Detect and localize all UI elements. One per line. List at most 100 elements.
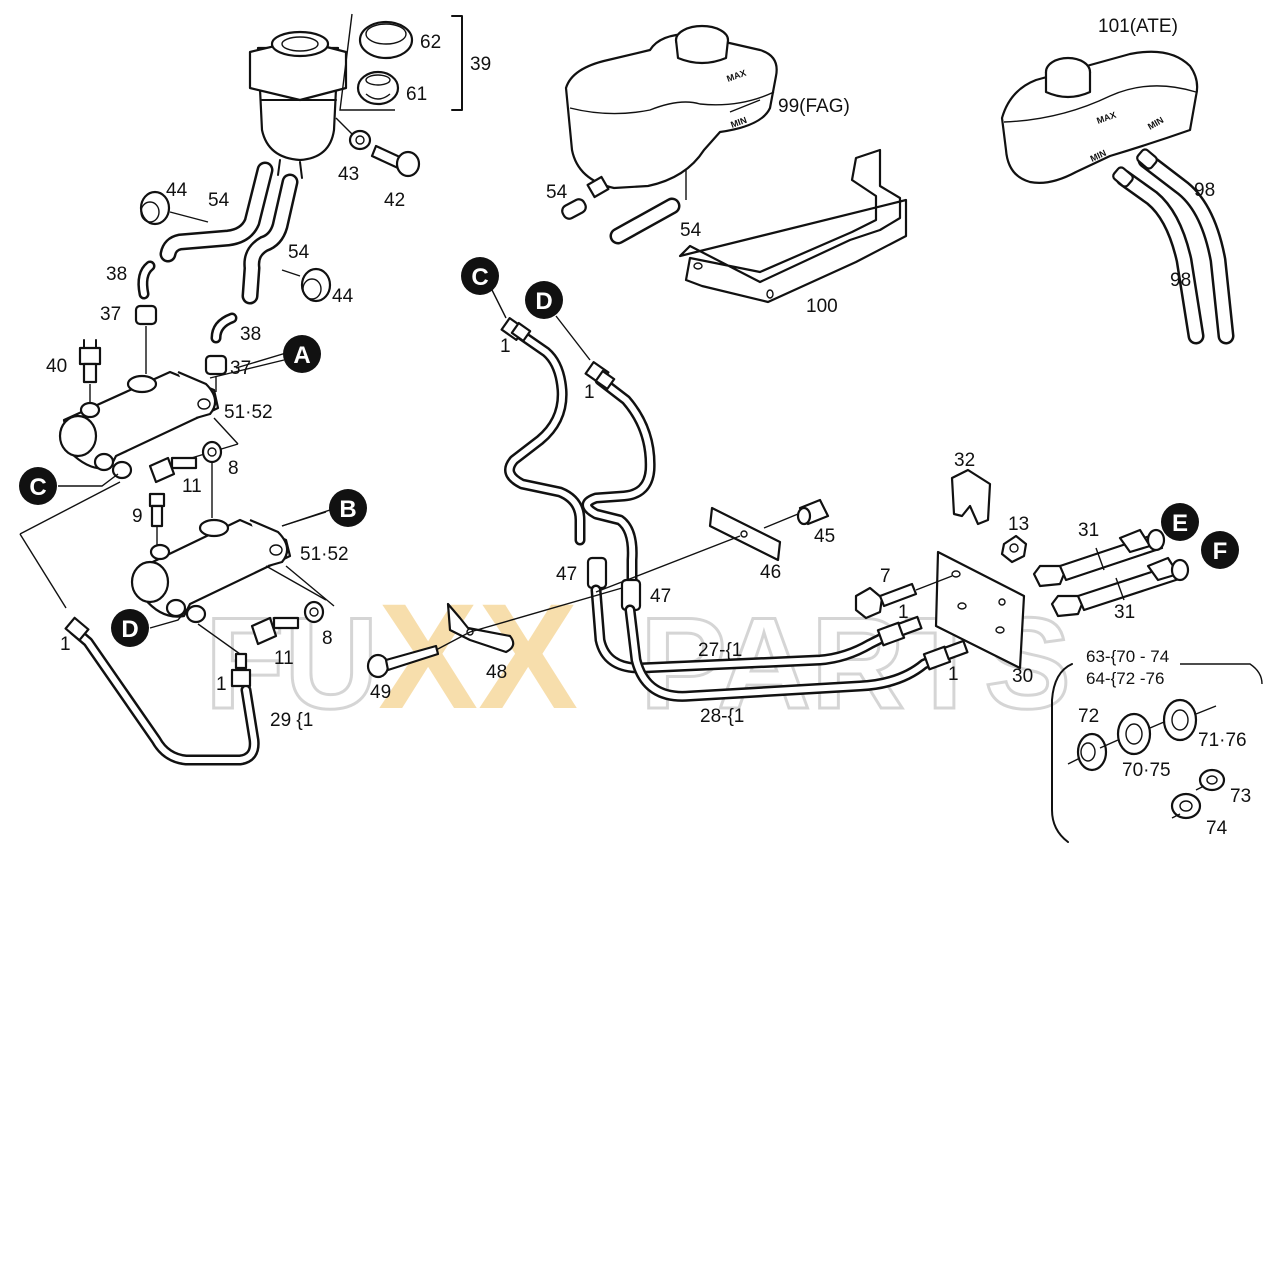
label-37-left: 37	[100, 304, 121, 325]
cap-62	[358, 20, 414, 60]
label-54-left: 54	[208, 190, 230, 211]
strainer-61	[356, 70, 400, 106]
callout-e-label: E	[1172, 510, 1188, 537]
callout-d-centre: D	[525, 281, 563, 319]
label-51-52-upper: 51·52	[224, 402, 273, 423]
hose-54-right	[241, 173, 299, 305]
reservoir-39	[248, 30, 348, 179]
label-8-upper: 8	[228, 458, 239, 479]
label-11-lower: 11	[274, 648, 294, 669]
switch-40	[78, 339, 102, 402]
label-98-upper: 98	[1194, 180, 1215, 201]
grommet-70-75	[1116, 712, 1152, 756]
label-38-right: 38	[240, 324, 261, 345]
label-44-right: 44	[332, 286, 354, 307]
master-cylinder-lower	[130, 518, 292, 624]
callout-c-left: C	[19, 467, 57, 505]
hoses-98	[1112, 148, 1235, 345]
bleeder-9	[148, 492, 166, 546]
washer-8-lower	[303, 600, 325, 624]
callout-f-label: F	[1213, 538, 1228, 565]
label-51-52-lower: 51·52	[300, 544, 349, 565]
callout-c-centre: C	[461, 257, 499, 295]
label-64: 64-{72 -76	[1086, 669, 1164, 688]
label-48: 48	[486, 662, 507, 683]
nipple-37-right	[204, 354, 228, 376]
label-61: 61	[406, 84, 427, 105]
callout-d-left-label: D	[121, 616, 138, 643]
label-46: 46	[760, 562, 781, 583]
bolt-42	[370, 144, 421, 178]
label-54-right: 54	[288, 242, 310, 263]
washer-74	[1170, 792, 1202, 820]
label-54-d: 54	[680, 220, 702, 241]
callout-a-label: A	[293, 342, 310, 369]
label-27: 27-{1	[698, 640, 742, 661]
label-1-left: 1	[60, 634, 71, 655]
label-47-left: 47	[556, 564, 577, 585]
brake-line-29	[64, 616, 260, 766]
label-44-left: 44	[166, 180, 188, 201]
hose-54-left	[159, 161, 274, 263]
callout-c-centre-label: C	[471, 264, 488, 291]
label-1-e: 1	[898, 602, 909, 623]
label-62: 62	[420, 32, 441, 53]
label-74: 74	[1206, 818, 1228, 839]
hose-31-upper	[1032, 528, 1166, 588]
label-9: 9	[132, 506, 143, 527]
callout-e: E	[1161, 503, 1199, 541]
label-70-75: 70·75	[1122, 760, 1171, 781]
bolt-11-upper	[148, 456, 198, 484]
plate-30	[934, 550, 1026, 670]
label-28: 28-{1	[700, 706, 744, 727]
grommet-44-right	[300, 267, 332, 303]
clip-32	[950, 468, 992, 526]
washer-8-upper	[201, 440, 223, 464]
watermark-fu: FU	[205, 590, 378, 736]
label-72: 72	[1078, 706, 1099, 727]
label-47-right: 47	[650, 586, 671, 607]
label-42: 42	[384, 190, 405, 211]
label-1-c: 1	[500, 336, 511, 357]
brake-line-27	[590, 584, 888, 674]
leader-39	[339, 13, 395, 111]
bolt-11-lower	[250, 616, 300, 646]
washer-73	[1198, 768, 1226, 792]
label-63: 63-{70 - 74	[1086, 647, 1169, 666]
brake-line-d	[581, 361, 656, 596]
bolt-49	[366, 644, 440, 679]
label-101: 101(ATE)	[1098, 16, 1178, 37]
callout-d-left: D	[111, 609, 149, 647]
grommet-72	[1067, 732, 1108, 772]
part-labels: 62 61 39 43 42 44 54 54 44 38 37 38 37 4…	[46, 16, 1251, 839]
sleeve-47-left	[586, 556, 608, 590]
label-98-lower: 98	[1170, 270, 1191, 291]
label-32: 32	[954, 450, 975, 471]
label-13: 13	[1008, 514, 1029, 535]
callout-b: B	[329, 489, 367, 527]
master-cylinder-upper	[58, 370, 220, 480]
grommet-44-left	[139, 190, 171, 226]
bolt-7	[854, 582, 918, 620]
label-31-upper: 31	[1078, 520, 1099, 541]
callout-c-left-label: C	[29, 474, 46, 501]
hose-54-99	[561, 197, 681, 245]
label-43: 43	[338, 164, 359, 185]
clip-46	[708, 506, 782, 562]
label-11-upper: 11	[182, 476, 202, 497]
label-1-29: 1	[216, 674, 227, 695]
label-1-d: 1	[584, 382, 595, 403]
grommet-45	[796, 498, 830, 526]
label-73: 73	[1230, 786, 1251, 807]
label-38-left: 38	[106, 264, 127, 285]
callout-f: F	[1201, 531, 1239, 569]
label-39: 39	[470, 54, 491, 75]
label-54-c: 54	[546, 182, 568, 203]
grommet-71-76	[1162, 698, 1198, 742]
reservoir-99: MAX MIN	[564, 24, 778, 199]
nut-13	[1000, 534, 1028, 564]
label-30: 30	[1012, 666, 1033, 687]
reservoir-101: MAX MIN MIN	[1000, 50, 1199, 184]
label-100: 100	[806, 296, 838, 317]
